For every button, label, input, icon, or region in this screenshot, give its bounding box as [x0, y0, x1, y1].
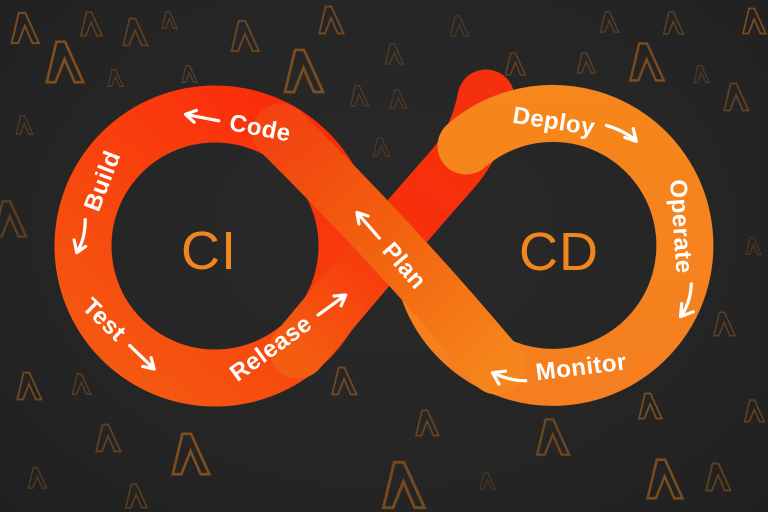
aws-lambda-icon	[645, 458, 685, 500]
ci-title: CI	[181, 221, 237, 281]
aws-lambda-icon	[535, 418, 571, 456]
aws-lambda-icon	[0, 200, 28, 238]
arrow-right-icon	[127, 343, 156, 371]
aws-lambda-icon	[743, 399, 766, 423]
aws-lambda-icon	[10, 11, 41, 45]
stage-label-plan: Plan	[342, 199, 432, 296]
aws-lambda-icon	[122, 17, 149, 47]
plan-band	[252, 103, 526, 395]
aws-lambda-icon	[161, 11, 179, 29]
stage-label-release: Release	[225, 280, 359, 388]
aws-lambda-icon	[349, 85, 370, 107]
aws-lambda-icon	[71, 373, 92, 395]
aws-lambda-icon	[372, 137, 391, 157]
arrow-curve-right-icon	[678, 282, 695, 319]
aws-lambda-icon	[283, 48, 326, 94]
aws-lambda-icon	[389, 89, 408, 109]
aws-lambda-icon	[95, 423, 122, 453]
aws-lambda-icon	[479, 472, 497, 490]
arrow-left-icon	[183, 108, 221, 124]
aws-lambda-icon	[599, 11, 620, 33]
aws-lambda-icon	[171, 432, 212, 476]
arrow-curve-left-icon	[490, 369, 528, 386]
aws-lambda-icon	[414, 409, 441, 437]
stage-label-deploy: Deploy	[511, 102, 646, 150]
aws-lambda-icon	[705, 462, 732, 492]
aws-lambda-icon	[181, 65, 199, 83]
arrow-right-icon	[316, 293, 348, 317]
aws-lambda-icon	[45, 40, 86, 84]
aws-lambda-icon	[662, 11, 685, 35]
aws-lambda-icon	[79, 11, 104, 37]
aws-lambda-icon	[637, 392, 664, 420]
stage-label-operate: Operate	[663, 179, 701, 324]
aws-lambda-icon	[318, 5, 345, 35]
stage-label-code: Code	[177, 99, 293, 148]
stage-label-monitor: Monitor	[484, 348, 629, 393]
ci-loop-ring	[54, 85, 376, 407]
stage-label-test: Test	[76, 293, 168, 383]
aws-lambda-icon	[504, 52, 527, 76]
aws-lambda-icon	[723, 82, 750, 112]
aws-lambda-icon	[331, 366, 358, 396]
aws-lambda-icon	[124, 483, 149, 509]
aws-lambda-icon	[384, 43, 405, 65]
stage-label-build: Build	[61, 147, 128, 263]
aws-lambda-icon	[628, 42, 666, 82]
cd-title: CD	[519, 222, 599, 282]
aws-lambda-icon	[16, 371, 43, 401]
aws-lambda-icon	[449, 15, 470, 37]
aws-lambda-icon	[107, 69, 125, 87]
aws-lambda-icon	[27, 467, 48, 489]
aws-lambda-icon	[712, 311, 737, 337]
aws-lambda-icon	[693, 65, 711, 83]
aws-lambda-icon	[15, 115, 34, 135]
aws-lambda-icon	[576, 52, 597, 74]
aws-lambda-icon	[230, 19, 261, 53]
arrow-left-icon	[355, 210, 381, 240]
aws-lambda-icon	[381, 460, 427, 510]
aws-lambda-icon	[745, 237, 763, 255]
arrow-curve-right-icon	[604, 123, 638, 143]
arrow-left-curved-icon	[72, 217, 88, 255]
aws-lambda-icon	[741, 7, 768, 35]
